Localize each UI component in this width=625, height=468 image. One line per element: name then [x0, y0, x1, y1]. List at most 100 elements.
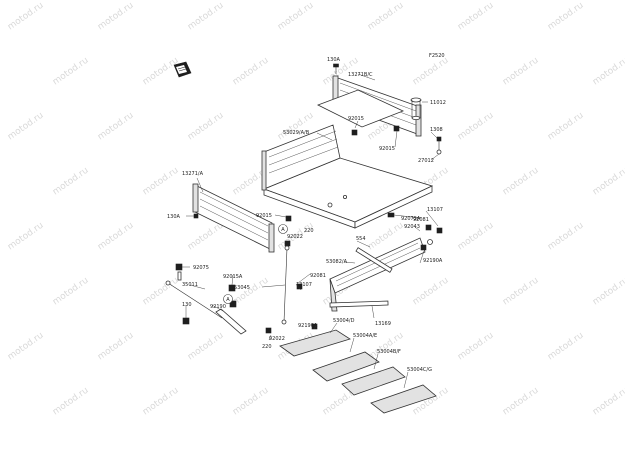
- watermark-text-20: motod.ru: [546, 111, 586, 143]
- label-92015a: 92015A: [223, 274, 243, 280]
- reference-book-icon: [173, 61, 192, 78]
- watermark-text-6: motod.ru: [546, 1, 586, 33]
- watermark-text-44: motod.ru: [186, 331, 226, 363]
- label-92190: 92190: [210, 304, 226, 310]
- leader-lines: [182, 73, 440, 389]
- label-130a-top: 130A: [327, 57, 341, 63]
- callout-a-lower: A: [223, 294, 233, 304]
- watermark-text-19: motod.ru: [456, 111, 496, 143]
- label-13107-right: 13107: [427, 207, 443, 213]
- watermark-text-50: motod.ru: [141, 386, 181, 418]
- watermark-text-42: motod.ru: [6, 331, 46, 363]
- bolt-130a-top: [333, 63, 339, 74]
- callout-a-upper: A: [278, 224, 288, 234]
- label-92190a-bottom: 92190A: [298, 323, 318, 329]
- watermark-text-15: motod.ru: [96, 111, 136, 143]
- tailgate-cover-sheet: [317, 89, 405, 128]
- watermark-text-55: motod.ru: [591, 386, 625, 418]
- label-92015-c: 92015: [256, 213, 272, 219]
- watermark-text-0: motod.ru: [6, 1, 46, 33]
- watermark-text-9: motod.ru: [231, 56, 271, 88]
- figure-id: F2520: [429, 53, 445, 59]
- label-53045: 53045: [234, 285, 250, 291]
- watermark-text-29: motod.ru: [96, 221, 136, 253]
- watermark-text-11: motod.ru: [411, 56, 451, 88]
- watermark-text-40: motod.ru: [501, 276, 541, 308]
- side-panel-13271: [192, 183, 275, 253]
- watermark-text-1: motod.ru: [96, 1, 136, 33]
- watermark-text-22: motod.ru: [141, 166, 181, 198]
- handle-part-11012: [410, 97, 422, 121]
- rod-part-554: [355, 247, 393, 273]
- rod-part-35011: [165, 280, 223, 319]
- bed-mat-53004bf: [341, 366, 406, 396]
- label-11012: 11012: [430, 100, 446, 106]
- bed-mat-53004d: [279, 329, 351, 357]
- label-53082: 53082/A: [326, 259, 348, 265]
- watermark-text-21: motod.ru: [51, 166, 91, 198]
- label-13271a: 13271/A: [182, 171, 204, 177]
- watermark-text-34: motod.ru: [546, 221, 586, 253]
- watermark-text-3: motod.ru: [276, 1, 316, 33]
- label-92043: 92043: [404, 224, 420, 230]
- watermark-text-43: motod.ru: [96, 331, 136, 363]
- label-53029: 53029/A/B: [283, 130, 310, 136]
- label-27012: 27012: [418, 158, 434, 164]
- label-13271bc: 13271B/C: [348, 72, 373, 78]
- watermark-text-12: motod.ru: [501, 56, 541, 88]
- label-92022-top: 92022: [287, 234, 303, 240]
- svg-text:A: A: [226, 297, 230, 303]
- label-13169: 13169: [375, 321, 391, 327]
- svg-text:A: A: [281, 227, 285, 233]
- label-92190a-right: 92190A: [423, 258, 443, 264]
- watermark-text-7: motod.ru: [51, 56, 91, 88]
- watermark-text-54: motod.ru: [501, 386, 541, 418]
- label-92081-right: 92081: [413, 217, 429, 223]
- watermark-text-51: motod.ru: [231, 386, 271, 418]
- prop-rod-53045: [281, 245, 290, 325]
- label-130a-left: 130A: [167, 214, 181, 220]
- label-92015-a: 92015: [348, 116, 364, 122]
- watermark-text-30: motod.ru: [186, 221, 226, 253]
- label-13107-left: 13107: [296, 282, 312, 288]
- label-53004ae: 53004A/E: [353, 333, 377, 339]
- label-92022-bottom: 92022: [269, 336, 285, 342]
- label-130: 130: [182, 302, 192, 308]
- watermark-text-5: motod.ru: [456, 1, 496, 33]
- watermark-text-27: motod.ru: [591, 166, 625, 198]
- label-92015-b: 92015: [379, 146, 395, 152]
- label-220-top: 220: [304, 228, 314, 234]
- label-92075a: 92075A: [401, 216, 421, 222]
- label-53004cg: 53004C/G: [407, 367, 432, 373]
- part-labels: 130A 13271B/C 11012 92015 92015 1308 270…: [167, 57, 446, 373]
- label-220-bottom: 220: [262, 344, 272, 350]
- watermark-text-33: motod.ru: [456, 221, 496, 253]
- watermark-text-2: motod.ru: [186, 1, 226, 33]
- label-53004bf: 53004B/F: [377, 349, 401, 355]
- watermark-text-39: motod.ru: [411, 276, 451, 308]
- watermark-text-41: motod.ru: [591, 276, 625, 308]
- watermark-text-28: motod.ru: [6, 221, 46, 253]
- rod-part-13169: [329, 300, 389, 308]
- watermark-text-13: motod.ru: [591, 56, 625, 88]
- bed-mat-53004ae: [312, 351, 380, 382]
- watermark-text-26: motod.ru: [501, 166, 541, 198]
- watermark-text-47: motod.ru: [456, 331, 496, 363]
- label-92075: 92075: [193, 265, 209, 271]
- label-92081-left: 92081: [310, 273, 326, 279]
- label-554: 554: [356, 236, 366, 242]
- watermark-text-36: motod.ru: [141, 276, 181, 308]
- watermark-text-8: motod.ru: [141, 56, 181, 88]
- label-53004d: 53004/D: [333, 318, 355, 324]
- label-1308: 1308: [430, 127, 443, 133]
- rod-part-92190: [215, 308, 247, 335]
- pin-part-1308: [436, 136, 442, 155]
- watermark-text-4: motod.ru: [366, 1, 406, 33]
- watermark-text-35: motod.ru: [51, 276, 91, 308]
- label-35011: 35011: [182, 282, 198, 288]
- watermark-text-16: motod.ru: [186, 111, 226, 143]
- watermark-text-49: motod.ru: [51, 386, 91, 418]
- front-panel-53029: [261, 124, 341, 191]
